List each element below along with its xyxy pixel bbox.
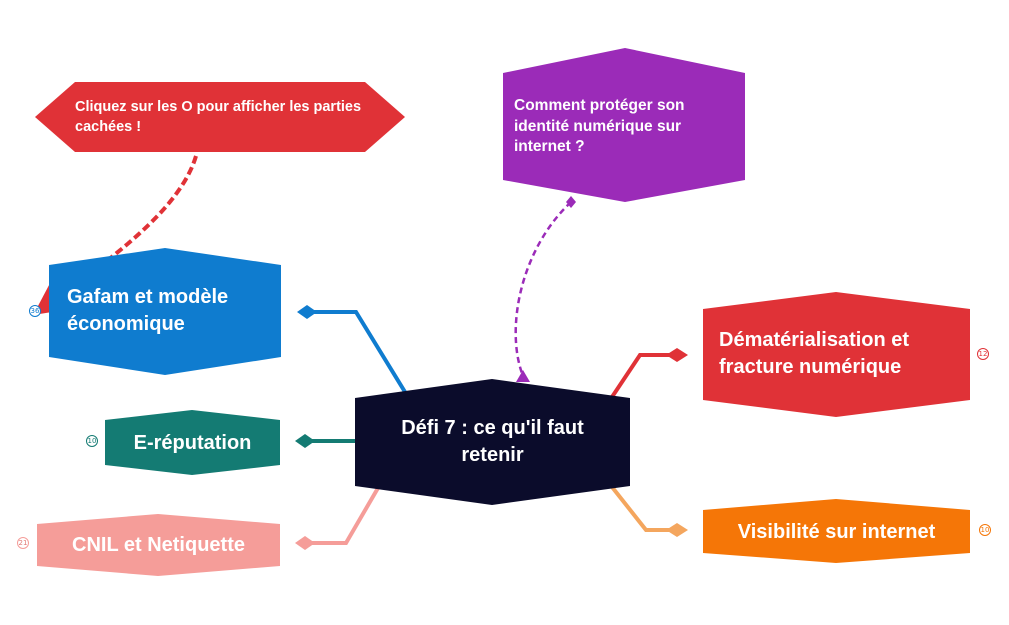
connector-gafam <box>307 310 407 394</box>
connector-dematerialisation <box>610 353 676 399</box>
ereputation-node-label: E-réputation <box>133 431 252 454</box>
question-link-arrow-end <box>516 370 530 382</box>
hint-note-text: Cliquez sur les O pour afficher les part… <box>75 90 375 146</box>
question-note-shape <box>503 48 745 202</box>
connector-end-diamond-dematerialisation <box>666 348 688 362</box>
gafam-node[interactable]: Gafam et modèle économique <box>67 276 272 346</box>
gafam-expand-badge[interactable]: 36 <box>29 305 41 317</box>
dematerialisation-node-label: Dématérialisation et fracture numérique <box>719 329 910 378</box>
ereputation-count: 10 <box>87 436 97 445</box>
visibilite-expand-badge[interactable]: 10 <box>979 524 991 536</box>
question-link-diamond-top <box>566 196 576 208</box>
ereputation-node[interactable]: E-réputation <box>105 424 280 462</box>
question-link <box>514 201 572 377</box>
gafam-node-shape <box>49 248 281 375</box>
hint-note-shape <box>35 82 405 152</box>
connector-end-diamond-visibilite <box>666 523 688 537</box>
hint-arrow <box>33 155 198 315</box>
cnil-node-shape <box>37 514 280 576</box>
dematerialisation-count: 12 <box>978 349 988 358</box>
dematerialisation-node-shape <box>703 292 970 417</box>
visibilite-node-label: Visibilité sur internet <box>737 520 936 543</box>
dematerialisation-node[interactable]: Dématérialisation et fracture numérique <box>719 320 959 388</box>
cnil-node[interactable]: CNIL et Netiquette <box>37 526 280 564</box>
connector-cnil <box>305 486 380 545</box>
question-note-label: Comment protéger son identité numérique … <box>514 96 685 156</box>
visibilite-node-shape <box>703 499 970 563</box>
central-node-shape <box>355 379 630 505</box>
hint-note-label: Cliquez sur les O pour afficher les part… <box>75 99 362 135</box>
cnil-count: 21 <box>18 538 28 547</box>
cnil-expand-badge[interactable]: 21 <box>17 537 29 549</box>
visibilite-node[interactable]: Visibilité sur internet <box>703 513 970 551</box>
gafam-node-label: Gafam et modèle économique <box>67 286 229 335</box>
ereputation-node-shape <box>105 410 280 475</box>
connector-end-diamond-cnil <box>295 536 315 550</box>
gafam-count: 36 <box>30 306 40 315</box>
question-note-text: Comment protéger son identité numérique … <box>514 84 740 170</box>
connector-end-diamond-gafam <box>297 305 317 319</box>
ereputation-expand-badge[interactable]: 10 <box>86 435 98 447</box>
dematerialisation-expand-badge[interactable]: 12 <box>977 348 989 360</box>
connector-end-diamond-ereputation <box>295 434 315 448</box>
central-node-label: Défi 7 : ce qu'il faut retenir <box>401 417 584 466</box>
central-node[interactable]: Défi 7 : ce qu'il faut retenir <box>370 405 615 479</box>
visibilite-count: 10 <box>980 525 990 534</box>
cnil-node-label: CNIL et Netiquette <box>72 533 245 556</box>
connector-visibilite <box>610 485 676 532</box>
